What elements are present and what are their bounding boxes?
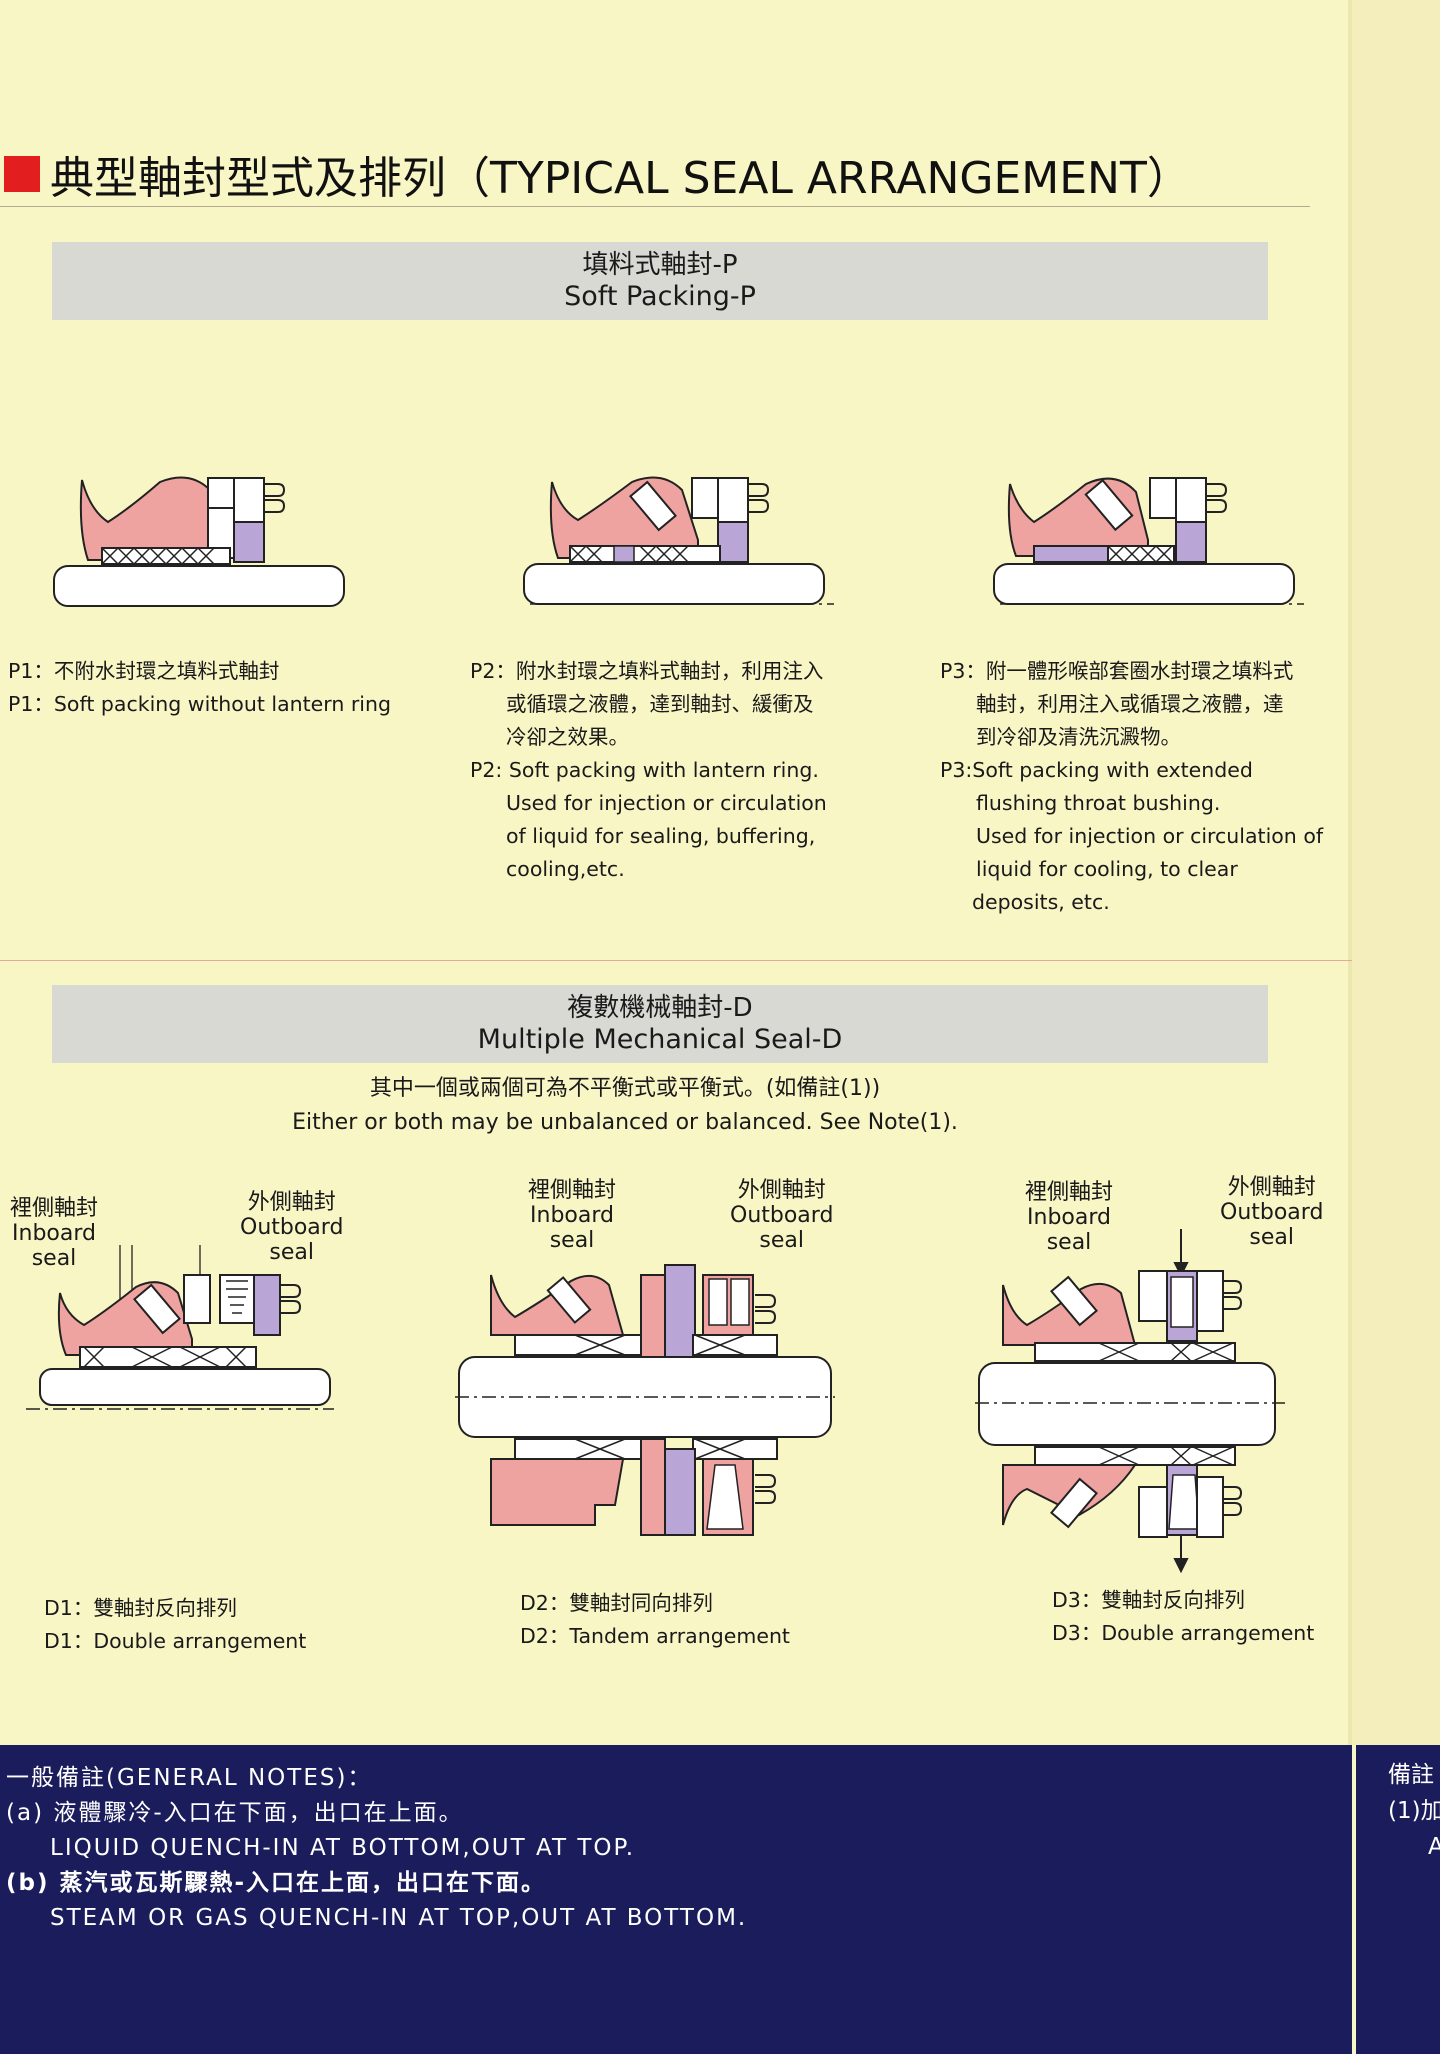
note-b-zh: (b) 蒸汽或瓦斯驟熱-入口在上面，出口在下面。 bbox=[6, 1870, 547, 1896]
title-divider bbox=[0, 206, 1310, 207]
d2-inboard-zh: 裡側軸封 bbox=[528, 1178, 617, 1203]
general-notes: 一般備註(GENERAL NOTES)： (a) 液體驟冷-入口在下面，出口在上… bbox=[6, 1761, 747, 1936]
d3-caption: D3：雙軸封反向排列 D3：Double arrangement bbox=[1052, 1584, 1314, 1650]
d3-diagram bbox=[975, 1229, 1285, 1574]
d2-inboard-seal: seal bbox=[549, 1228, 595, 1253]
general-notes-footer: 一般備註(GENERAL NOTES)： (a) 液體驟冷-入口在下面，出口在上… bbox=[0, 1745, 1352, 2054]
p3-caption-en-1: P3:Soft packing with extended bbox=[940, 758, 1253, 782]
d2-outboard-seal: seal bbox=[759, 1228, 804, 1253]
d2-outboard-en: Outboard bbox=[730, 1203, 834, 1228]
multiple-seal-note-en: Either or both may be unbalanced or bala… bbox=[292, 1110, 958, 1135]
d2-outboard-zh: 外側軸封 bbox=[737, 1178, 826, 1203]
d3-outboard-label: 外側軸封 Outboard seal bbox=[1220, 1175, 1323, 1250]
d1-inboard-en: Inboard bbox=[12, 1221, 96, 1246]
soft-packing-header-en: Soft Packing-P bbox=[564, 281, 756, 312]
p1-diagram bbox=[53, 476, 345, 607]
p2-diagram bbox=[523, 476, 834, 605]
note-a-en: LIQUID QUENCH-IN AT BOTTOM,OUT AT TOP. bbox=[50, 1835, 636, 1861]
d1-outboard-en: Outboard bbox=[240, 1215, 344, 1240]
multiple-seal-header: 複數機械軸封-D Multiple Mechanical Seal-D bbox=[52, 985, 1268, 1063]
page-title-row: 典型軸封型式及排列（TYPICAL SEAL ARRANGEMENT） bbox=[0, 148, 1191, 204]
d3-inboard-label: 裡側軸封 Inboard seal bbox=[1025, 1180, 1113, 1255]
page-title: 典型軸封型式及排列（TYPICAL SEAL ARRANGEMENT） bbox=[50, 153, 1191, 204]
note-a-zh: (a) 液體驟冷-入口在下面，出口在上面。 bbox=[6, 1800, 464, 1826]
d2-outboard-label: 外側軸封 Outboard seal bbox=[730, 1178, 833, 1253]
d3-outlet-arrow-icon bbox=[1173, 1558, 1189, 1574]
d2-caption-en: D2：Tandem arrangement bbox=[520, 1624, 790, 1648]
p1-caption-en: P1：Soft packing without lantern ring bbox=[8, 692, 391, 716]
p3-caption-en-3: Used for injection or circulation of bbox=[976, 824, 1324, 848]
side-notes: 備註 (1)加 A bbox=[1356, 1745, 1440, 2054]
p3-caption: P3：附一體形喉部套圈水封環之填料式 軸封，利用注入或循環之液體，達 到冷卻及清… bbox=[940, 655, 1323, 919]
side-notes-clip: 備註 (1)加 A bbox=[1388, 1757, 1440, 1865]
p2-caption-zh-3: 冷卻之效果。 bbox=[506, 725, 629, 749]
d3-caption-zh: D3：雙軸封反向排列 bbox=[1052, 1588, 1245, 1612]
d1-inboard-label: 裡側軸封 Inboard seal bbox=[10, 1196, 98, 1271]
d2-inboard-en: Inboard bbox=[530, 1203, 614, 1228]
multiple-seal-header-en: Multiple Mechanical Seal-D bbox=[477, 1024, 843, 1055]
general-notes-heading: 一般備註(GENERAL NOTES)： bbox=[6, 1765, 373, 1791]
p3-caption-en-5: deposits, etc. bbox=[972, 890, 1110, 914]
title-marker-icon bbox=[4, 156, 40, 192]
d2-diagram bbox=[455, 1264, 835, 1536]
section-divider bbox=[0, 960, 1352, 961]
d3-inlet-arrow-icon bbox=[1173, 1262, 1189, 1278]
p3-caption-zh-2: 軸封，利用注入或循環之液體，達 bbox=[976, 692, 1284, 716]
d3-outboard-zh: 外側軸封 bbox=[1227, 1175, 1316, 1200]
soft-packing-header-zh: 填料式軸封-P bbox=[582, 250, 738, 280]
d1-inboard-seal: seal bbox=[31, 1246, 77, 1271]
side-notes-item2: A bbox=[1428, 1834, 1440, 1860]
p3-caption-en-2: flushing throat bushing. bbox=[976, 791, 1221, 815]
soft-packing-header: 填料式軸封-P Soft Packing-P bbox=[52, 242, 1268, 320]
p2-caption-en-3: of liquid for sealing, buffering, bbox=[506, 824, 816, 848]
p3-caption-zh-3: 到冷卻及清洗沉澱物。 bbox=[976, 725, 1181, 749]
d2-caption: D2：雙軸封同向排列 D2：Tandem arrangement bbox=[520, 1587, 790, 1653]
p2-caption-zh-2: 或循環之液體，達到軸封、緩衝及 bbox=[506, 692, 814, 716]
side-notes-heading: 備註 bbox=[1388, 1762, 1434, 1788]
side-notes-item: (1)加 bbox=[1388, 1798, 1440, 1824]
note-b-en: STEAM OR GAS QUENCH-IN AT TOP,OUT AT BOT… bbox=[50, 1905, 748, 1931]
d1-outboard-zh: 外側軸封 bbox=[247, 1190, 336, 1215]
multiple-seal-note: 其中一個或兩個可為不平衡式或平衡式。(如備註(1)) Either or bot… bbox=[0, 1072, 1250, 1140]
d1-caption-en: D1：Double arrangement bbox=[44, 1629, 307, 1653]
p2-caption-en-2: Used for injection or circulation bbox=[506, 791, 827, 815]
p2-caption-en-1: P2: Soft packing with lantern ring. bbox=[470, 758, 819, 782]
d1-diagram bbox=[26, 1245, 334, 1410]
p2-caption-zh-1: P2：附水封環之填料式軸封，利用注入 bbox=[470, 659, 824, 683]
d1-caption: D1：雙軸封反向排列 D1：Double arrangement bbox=[44, 1592, 306, 1658]
d3-inboard-zh: 裡側軸封 bbox=[1025, 1180, 1114, 1205]
p1-caption: P1：不附水封環之填料式軸封 P1：Soft packing without l… bbox=[8, 655, 391, 721]
d1-inboard-zh: 裡側軸封 bbox=[10, 1196, 99, 1221]
d1-outboard-seal: seal bbox=[269, 1240, 314, 1265]
d2-inboard-label: 裡側軸封 Inboard seal bbox=[528, 1178, 616, 1253]
d1-caption-zh: D1：雙軸封反向排列 bbox=[44, 1596, 237, 1620]
multiple-seal-note-zh: 其中一個或兩個可為不平衡式或平衡式。(如備註(1)) bbox=[369, 1076, 881, 1101]
d3-inboard-seal: seal bbox=[1046, 1230, 1092, 1255]
p2-caption-en-4: cooling,etc. bbox=[506, 857, 625, 881]
p2-caption: P2：附水封環之填料式軸封，利用注入 或循環之液體，達到軸封、緩衝及 冷卻之效果… bbox=[470, 655, 827, 886]
p1-caption-zh: P1：不附水封環之填料式軸封 bbox=[8, 659, 280, 683]
page-fold bbox=[1348, 0, 1352, 1745]
d3-inboard-en: Inboard bbox=[1027, 1205, 1111, 1230]
multiple-seal-header-zh: 複數機械軸封-D bbox=[567, 993, 753, 1023]
d2-caption-zh: D2：雙軸封同向排列 bbox=[520, 1591, 713, 1615]
d3-outboard-seal: seal bbox=[1249, 1225, 1294, 1250]
d1-outboard-label: 外側軸封 Outboard seal bbox=[240, 1190, 343, 1265]
d3-outboard-en: Outboard bbox=[1220, 1200, 1324, 1225]
adjacent-page-edge bbox=[1352, 0, 1440, 1745]
p3-diagram bbox=[993, 477, 1304, 605]
d3-caption-en: D3：Double arrangement bbox=[1052, 1621, 1315, 1645]
p3-caption-en-4: liquid for cooling, to clear bbox=[976, 857, 1238, 881]
p3-caption-zh-1: P3：附一體形喉部套圈水封環之填料式 bbox=[940, 659, 1294, 683]
